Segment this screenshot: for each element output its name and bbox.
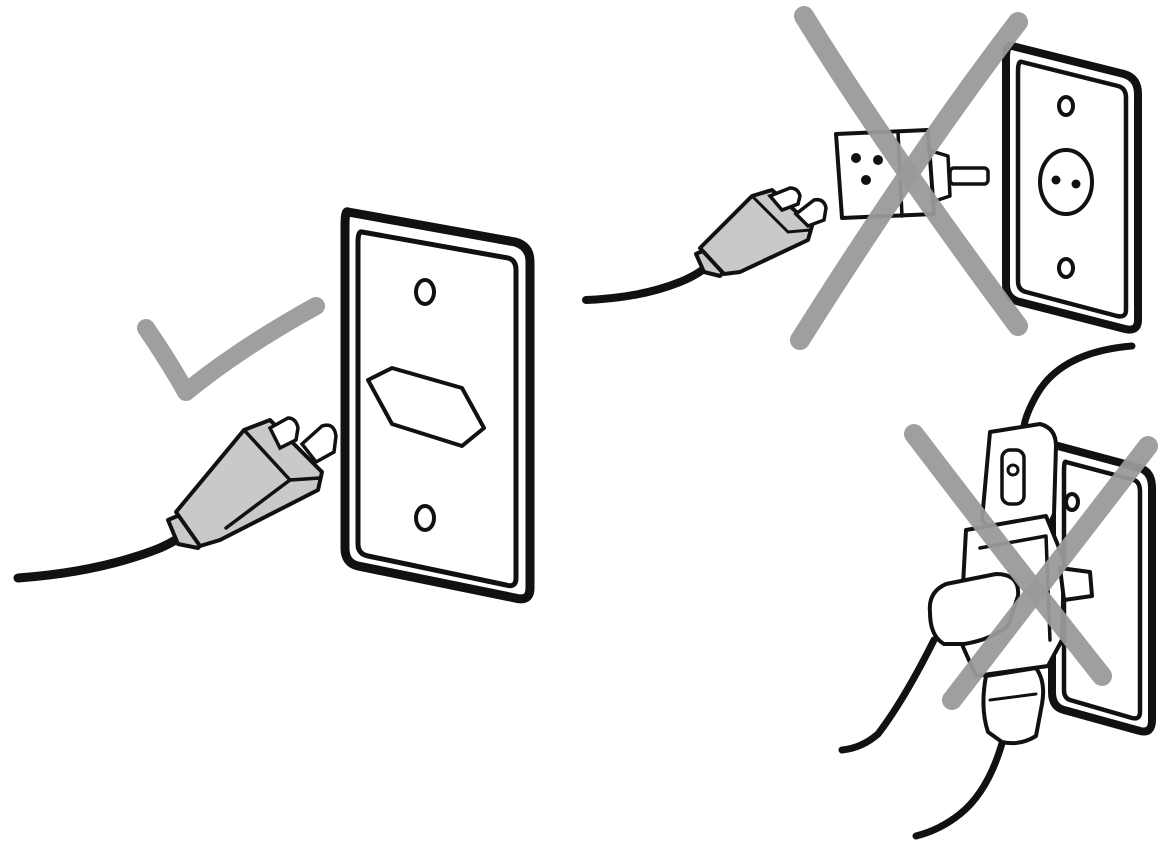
hexagonal-socket [366,366,486,448]
check-mark-icon [137,297,325,401]
screw-icon [414,504,436,532]
wall-outlet-plate [340,207,535,604]
screw-icon [1064,492,1080,512]
plug-direct [13,416,338,583]
power-cable [1020,342,1136,430]
screw-icon [1057,95,1075,117]
scene-direct-plug [13,207,535,604]
scene-multi-plug [838,342,1158,840]
screw-icon [1057,257,1075,279]
power-cable [13,525,195,583]
power-cable [838,636,938,754]
screw-icon [414,278,436,306]
scene-adapter-plug [582,6,1142,350]
x-mark-icon [904,424,1158,710]
power-cable [582,258,716,304]
round-socket [1038,148,1094,216]
plug-with-cable [582,186,828,304]
wall-outlet-plate [1002,41,1142,334]
x-mark-icon [790,6,1028,350]
power-cable [912,732,1008,840]
